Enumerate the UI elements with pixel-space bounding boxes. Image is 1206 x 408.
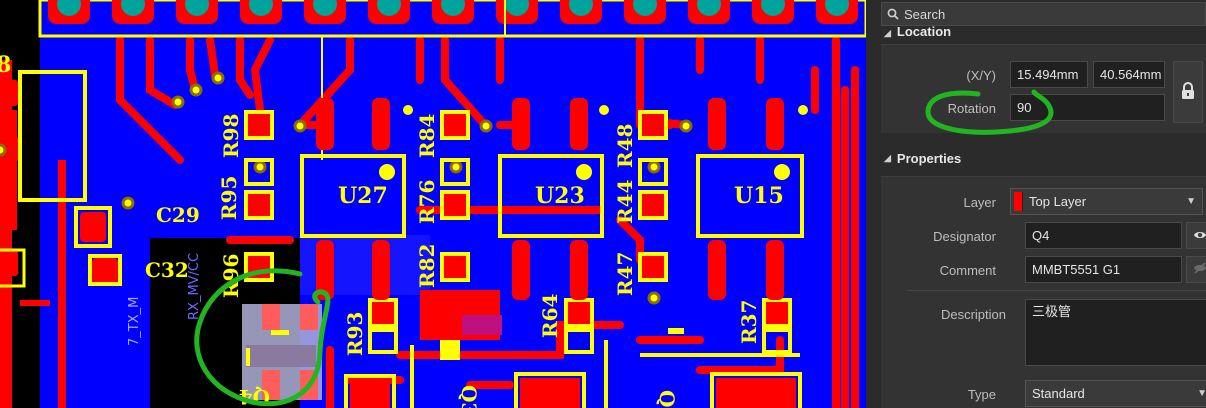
- silk-c32: C32: [145, 258, 189, 282]
- rotation-label: Rotation: [947, 101, 996, 116]
- ic-footprints: [300, 98, 808, 300]
- rotation-field[interactable]: 90: [1010, 94, 1165, 121]
- bottom-parts: [288, 290, 802, 408]
- eye-icon: [1193, 228, 1206, 243]
- pcb-drawing[interactable]: 8 C29 C32 U27 U23 U15 R98 R84 R48 R95 R7…: [0, 0, 866, 408]
- silk-q1: Q1: [655, 390, 679, 408]
- designator-field[interactable]: Q4: [1025, 222, 1182, 249]
- silk-r84: R84: [415, 113, 439, 158]
- search-icon: [882, 8, 904, 20]
- silk-corner: 8: [0, 52, 11, 78]
- type-select[interactable]: Standard ▼: [1025, 380, 1206, 407]
- lock-icon: [1181, 81, 1195, 103]
- left-ic: [0, 70, 87, 288]
- collapse-triangle-icon: ◢: [884, 28, 891, 38]
- location-section-title: Location: [896, 25, 952, 39]
- search-placeholder[interactable]: Search: [904, 6, 946, 22]
- search-box[interactable]: Search: [881, 2, 1206, 26]
- collapse-triangle-icon: ◢: [884, 153, 891, 163]
- chevron-down-icon: ▼: [1197, 388, 1206, 399]
- comment-field[interactable]: MMBT5551 G1: [1025, 256, 1182, 283]
- silk-r47: R47: [613, 252, 637, 296]
- properties-panel: Search ◢ Location (X/Y) 15.494mm 40.564m…: [866, 0, 1206, 408]
- layer-select[interactable]: Top Layer ▼: [1010, 188, 1203, 215]
- annotation-circle-rotation: [925, 89, 1054, 135]
- net-label-tx: 7_TX_M: [127, 297, 142, 346]
- comment-label: Comment: [939, 263, 996, 278]
- description-field[interactable]: 三极管: [1025, 299, 1206, 366]
- silk-r95: R95: [217, 176, 241, 220]
- silk-u23: U23: [535, 183, 585, 209]
- type-value: Standard: [1032, 386, 1085, 401]
- designator-visibility-button[interactable]: [1186, 222, 1206, 249]
- silk-r82: R82: [415, 244, 439, 288]
- silk-r93: R93: [343, 312, 367, 356]
- chevron-down-icon: ▼: [1186, 196, 1196, 207]
- x-field[interactable]: 15.494mm: [1010, 61, 1088, 88]
- properties-section-title: Properties: [896, 151, 962, 166]
- silk-r64: R64: [538, 293, 562, 338]
- comment-visibility-button[interactable]: [1186, 256, 1206, 283]
- location-group: (X/Y) 15.494mm 40.564mm Rotation 90: [881, 44, 1206, 133]
- silk-u27: U27: [338, 183, 388, 209]
- silk-r98: R98: [219, 114, 243, 158]
- annotation-circle-q4: [194, 268, 331, 407]
- header-pads: [38, 0, 866, 160]
- silk-c29: C29: [156, 203, 200, 227]
- location-section-header[interactable]: ◢ Location: [884, 25, 951, 39]
- eye-hidden-icon: [1193, 262, 1206, 277]
- resistor-pads: [74, 110, 792, 354]
- y-field[interactable]: 40.564mm: [1093, 61, 1165, 88]
- xy-label: (X/Y): [966, 68, 996, 83]
- silk-r76: R76: [415, 180, 439, 224]
- layer-color-swatch: [1014, 192, 1023, 211]
- lock-button[interactable]: [1173, 61, 1203, 123]
- silk-q3: Q3: [457, 385, 481, 408]
- pcb-canvas[interactable]: 8 C29 C32 U27 U23 U15 R98 R84 R48 R95 R7…: [0, 0, 866, 408]
- silk-r44: R44: [613, 179, 637, 224]
- annotation-circles: [194, 268, 331, 407]
- description-label: Description: [940, 307, 1006, 322]
- properties-section-header[interactable]: ◢ Properties: [884, 151, 961, 166]
- silk-r48: R48: [613, 124, 637, 168]
- layer-label: Layer: [963, 195, 996, 210]
- layer-value: Top Layer: [1029, 194, 1087, 209]
- section-divider: [907, 290, 1206, 291]
- silk-r37: R37: [737, 300, 761, 344]
- designator-label: Designator: [933, 229, 996, 244]
- type-label: Type: [967, 387, 996, 402]
- net-label-rx: RX_MV/CC: [187, 253, 202, 320]
- silk-u15: U15: [734, 183, 784, 209]
- properties-group: Layer Top Layer ▼ Designator Q4 Comment …: [881, 176, 1206, 408]
